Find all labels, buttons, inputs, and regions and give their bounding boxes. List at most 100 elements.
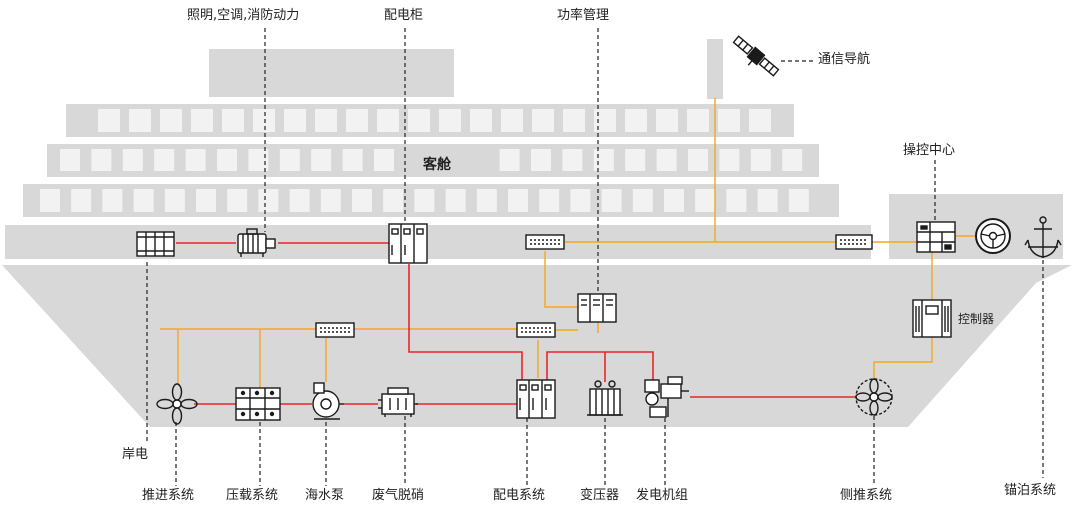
cabin-window xyxy=(788,189,809,212)
label-mooring: 锚泊系统 xyxy=(1004,483,1057,498)
cabin-window xyxy=(562,149,583,171)
cabin-window xyxy=(98,109,120,132)
transformer-icon[interactable] xyxy=(587,380,623,416)
label-comm-nav: 通信导航 xyxy=(818,52,871,67)
cabin-window xyxy=(374,149,394,171)
power-dist-bus xyxy=(546,351,654,380)
cabin-window xyxy=(320,189,341,212)
cabin-window xyxy=(688,149,708,171)
anchor-icon[interactable] xyxy=(1024,216,1062,258)
cabin-window xyxy=(315,109,337,132)
cabin-window xyxy=(570,189,591,212)
cabin-window xyxy=(757,189,778,212)
cabin-window xyxy=(227,189,248,212)
cabin-window xyxy=(695,189,716,212)
cabin-window xyxy=(750,149,771,171)
mast xyxy=(707,39,723,99)
motor-icon[interactable] xyxy=(237,228,276,257)
cabin-window xyxy=(191,109,213,132)
cabin-window xyxy=(284,109,306,132)
cabin-window xyxy=(501,109,523,132)
cabin-window xyxy=(601,189,622,212)
cabin-window xyxy=(185,149,206,171)
shore-power-box-icon[interactable] xyxy=(136,231,175,257)
bridge-house xyxy=(889,194,1063,259)
label-switchgear: 配电柜 xyxy=(384,8,424,23)
cabin-window xyxy=(499,149,520,171)
cabin-window xyxy=(222,109,244,132)
cabin-window xyxy=(60,149,80,171)
network-switch-icon-2[interactable] xyxy=(835,234,873,250)
top-deck xyxy=(209,49,454,97)
cabin-window xyxy=(408,109,430,132)
label-genset: 发电机组 xyxy=(636,488,689,503)
label-transformer: 变压器 xyxy=(580,488,620,503)
cabin-window xyxy=(726,189,747,212)
network-switch-icon[interactable] xyxy=(525,234,565,250)
cabin-window xyxy=(258,189,279,212)
cabin-window xyxy=(102,189,123,212)
power-management-cabinet-icon[interactable] xyxy=(577,293,617,323)
label-shore-power: 岸电 xyxy=(122,447,149,462)
cabin-window xyxy=(196,189,216,212)
network-switch-icon-4[interactable] xyxy=(516,322,556,338)
switchgear-cabinet-icon[interactable] xyxy=(388,223,428,264)
cabin-window xyxy=(508,189,528,212)
label-seawater-pump: 海水泵 xyxy=(305,488,345,503)
signal-sw-pm xyxy=(544,251,578,308)
pump-icon[interactable] xyxy=(312,382,344,420)
cabin-window xyxy=(664,189,684,212)
cabin-windows xyxy=(40,109,809,212)
network-switch-icon-3[interactable] xyxy=(315,322,355,338)
generator-icon[interactable] xyxy=(644,376,689,418)
engine-icon[interactable] xyxy=(378,387,418,417)
cabin-window xyxy=(625,109,647,132)
cabin-window xyxy=(632,189,653,212)
label-ballast: 压载系统 xyxy=(226,488,279,503)
label-lighting: 照明,空调,消防动力 xyxy=(187,8,300,23)
power-switchgear-dist xyxy=(408,264,523,380)
hull xyxy=(2,265,1072,427)
cabin-window xyxy=(531,149,551,171)
cabin-window xyxy=(439,109,461,132)
cabin-window xyxy=(279,149,300,171)
label-side-thruster: 侧推系统 xyxy=(840,488,893,503)
steering-wheel-icon[interactable] xyxy=(975,218,1011,254)
propeller-icon[interactable] xyxy=(156,383,198,425)
label-propulsion: 推进系统 xyxy=(142,488,195,503)
side-thruster-icon[interactable] xyxy=(855,378,893,416)
label-power-mgmt: 功率管理 xyxy=(557,8,610,23)
cabin-window xyxy=(377,109,399,132)
signal-plc-thruster xyxy=(873,337,933,378)
cabin-window xyxy=(625,149,646,171)
ballast-panel-icon[interactable] xyxy=(235,387,281,421)
cabin-window xyxy=(217,149,237,171)
cabin-window xyxy=(160,109,182,132)
plc-controller-icon[interactable] xyxy=(912,299,952,338)
cabin-window xyxy=(719,149,740,171)
cabin-window xyxy=(539,189,560,212)
label-control-center: 操控中心 xyxy=(903,143,956,158)
cabin-window xyxy=(133,189,154,212)
cabin-window xyxy=(289,189,310,212)
distribution-cabinet-icon[interactable] xyxy=(516,379,556,419)
cabin-window xyxy=(164,189,185,212)
cabin-window xyxy=(342,149,363,171)
control-console-icon[interactable] xyxy=(916,221,956,253)
cabin-window xyxy=(154,149,175,171)
leader-lines xyxy=(146,28,1044,486)
label-cabin: 客舱 xyxy=(423,157,451,173)
label-scrubber: 废气脱硝 xyxy=(372,488,425,503)
cabin-window xyxy=(91,149,112,171)
cabin-window xyxy=(476,189,497,212)
label-distribution: 配电系统 xyxy=(493,488,546,503)
cabin-window xyxy=(311,149,332,171)
cabin-window xyxy=(414,189,435,212)
cabin-window xyxy=(129,109,151,132)
cabin-window xyxy=(594,109,616,132)
cabin-window xyxy=(718,109,740,132)
cabin-window xyxy=(593,149,614,171)
cabin-window xyxy=(40,189,60,212)
